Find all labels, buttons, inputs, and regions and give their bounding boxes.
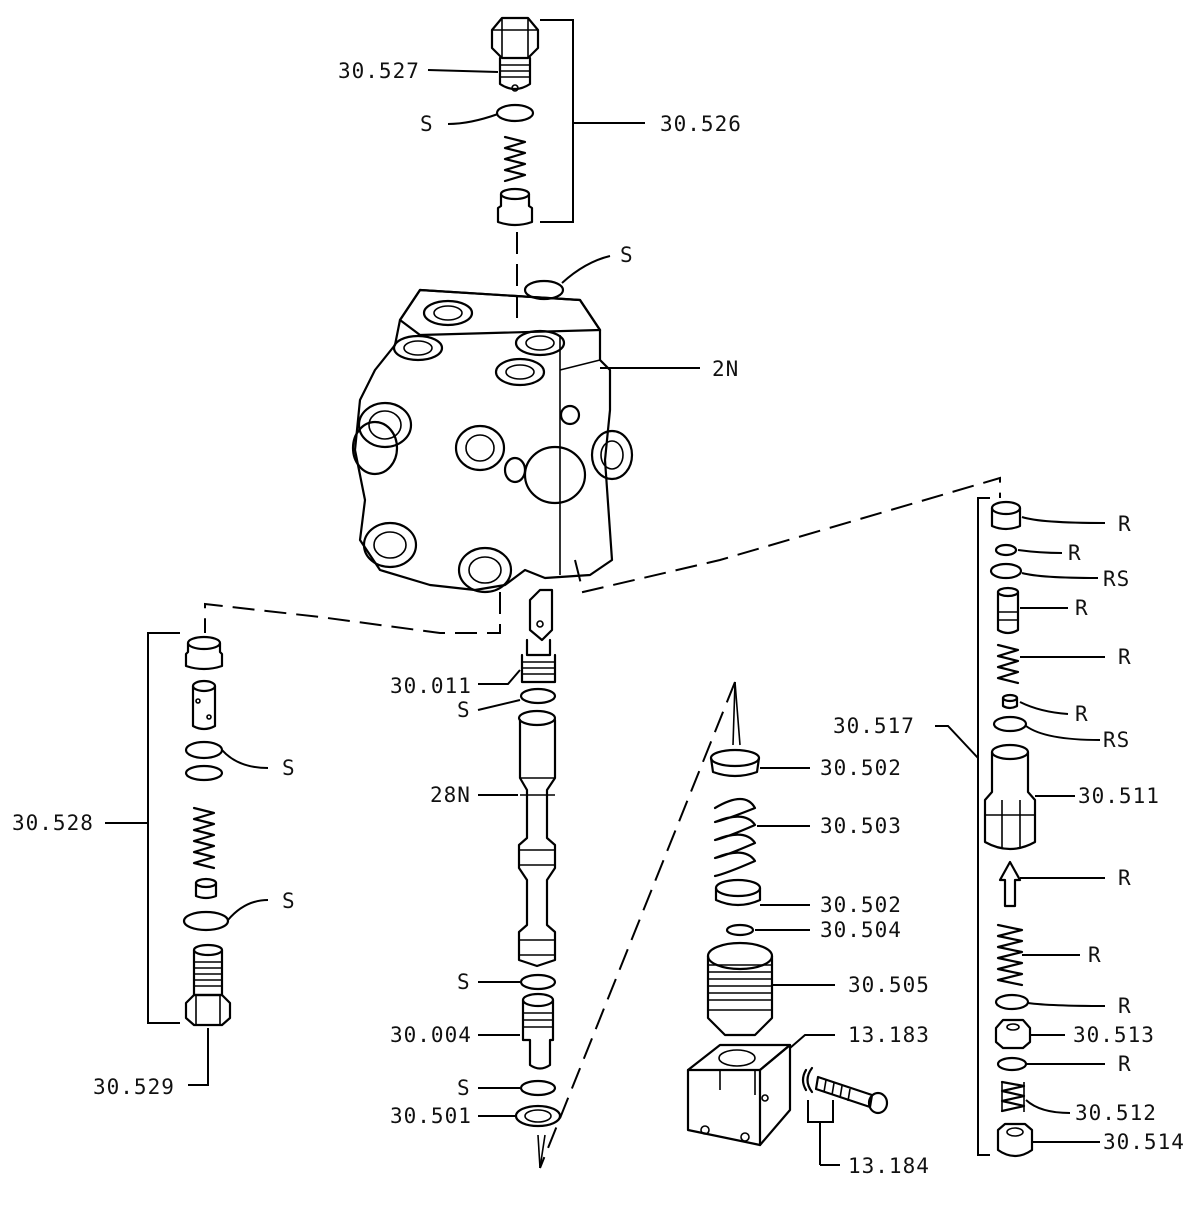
label-30004: 30.004: [390, 1023, 472, 1047]
label-30501: 30.501: [390, 1104, 472, 1128]
spring-30512: [1000, 1080, 1026, 1113]
spacer-left: [194, 877, 218, 900]
seal-ring-left1: [184, 740, 224, 760]
spring-R7: [996, 923, 1024, 987]
ring-RS2: [992, 715, 1028, 733]
label-13183: 13.183: [848, 1023, 930, 1047]
spring-30503: [713, 797, 757, 878]
label-RS1: RS: [1103, 567, 1130, 591]
label-R3: R: [1075, 596, 1089, 620]
center-spool-assembly: [477, 588, 741, 1169]
spring-left: [192, 806, 216, 870]
left-valve-assembly: [105, 632, 269, 1086]
plunger-R3: [996, 586, 1020, 635]
valve-seat-top: [496, 187, 534, 227]
label-R9: R: [1118, 1052, 1132, 1076]
label-S-c2: S: [457, 970, 471, 994]
spring-cup-30502a: [709, 748, 761, 778]
label-S-left1: S: [282, 756, 296, 780]
spring-R4: [996, 643, 1020, 685]
label-30503: 30.503: [820, 814, 902, 838]
right-valve-assembly: [935, 497, 1106, 1158]
label-30502a: 30.502: [820, 756, 902, 780]
washer-30504: [725, 923, 755, 937]
seal-ring-top: [495, 103, 535, 123]
valve-body-2N: [351, 288, 700, 594]
label-30505: 30.505: [848, 973, 930, 997]
label-30527: 30.527: [338, 59, 420, 83]
arrow-pin-R6: [998, 860, 1022, 908]
cap-nut-30514: [996, 1122, 1034, 1158]
label-S-c3: S: [457, 1076, 471, 1100]
label-30526: 30.526: [660, 112, 742, 136]
nut-30513: [994, 1018, 1032, 1050]
washer-30501: [514, 1104, 562, 1128]
label-30514: 30.514: [1103, 1130, 1185, 1154]
label-R1: R: [1118, 512, 1132, 536]
label-R8: R: [1118, 994, 1132, 1018]
label-S-body: S: [620, 243, 634, 267]
label-30512: 30.512: [1075, 1101, 1157, 1125]
part-labels: 30.527 S 30.526 S 2N 30.528 S S 30.529 3…: [12, 59, 1185, 1178]
label-R6: R: [1118, 866, 1132, 890]
spool-28N: [517, 709, 557, 968]
cap-R1: [990, 500, 1022, 531]
pin-R5: [1001, 693, 1019, 710]
label-RS2: RS: [1103, 728, 1130, 752]
fitting-30511: [983, 743, 1037, 851]
hex-plug-30529: [184, 943, 232, 1027]
seal-ring-c3: [519, 1079, 557, 1097]
seal-ring-left2: [182, 910, 230, 932]
screw-13184: [801, 1066, 889, 1115]
label-30517: 30.517: [833, 714, 915, 738]
label-30502b: 30.502: [820, 893, 902, 917]
label-S-top: S: [420, 112, 434, 136]
label-R4: R: [1118, 645, 1132, 669]
seal-ring-c2: [519, 973, 557, 991]
clevis-30011: [520, 588, 557, 684]
hex-plug-30527: [490, 16, 540, 92]
seal-ring-left1b: [184, 764, 224, 782]
detent-assembly: [686, 748, 889, 1166]
ring-R8: [994, 993, 1030, 1011]
label-30529: 30.529: [93, 1075, 175, 1099]
label-S-left2: S: [282, 889, 296, 913]
spring-top: [503, 135, 527, 183]
relief-valve-top-assembly: [490, 16, 645, 320]
ring-R9: [996, 1056, 1028, 1072]
threaded-cap-30505: [706, 941, 774, 1037]
label-13184: 13.184: [848, 1154, 930, 1178]
seal-ring-body: [523, 279, 565, 301]
label-2N: 2N: [712, 357, 739, 381]
clamp-block-13183: [686, 1043, 792, 1147]
label-30504: 30.504: [820, 918, 902, 942]
label-30011: 30.011: [390, 674, 472, 698]
seal-ring-c1: [519, 687, 557, 705]
ring-R2: [994, 543, 1018, 557]
label-30511: 30.511: [1078, 784, 1160, 808]
piston-left: [191, 679, 217, 731]
label-S-c1: S: [457, 698, 471, 722]
spring-cup-30502b: [714, 878, 762, 907]
label-R5: R: [1075, 702, 1089, 726]
label-30528: 30.528: [12, 811, 94, 835]
end-cap-30004: [521, 992, 555, 1070]
label-R2: R: [1068, 541, 1082, 565]
label-28N: 28N: [430, 783, 471, 807]
ring-RS1: [989, 562, 1023, 580]
label-R7: R: [1088, 943, 1102, 967]
label-30513: 30.513: [1073, 1023, 1155, 1047]
valve-seat-left: [184, 635, 224, 671]
